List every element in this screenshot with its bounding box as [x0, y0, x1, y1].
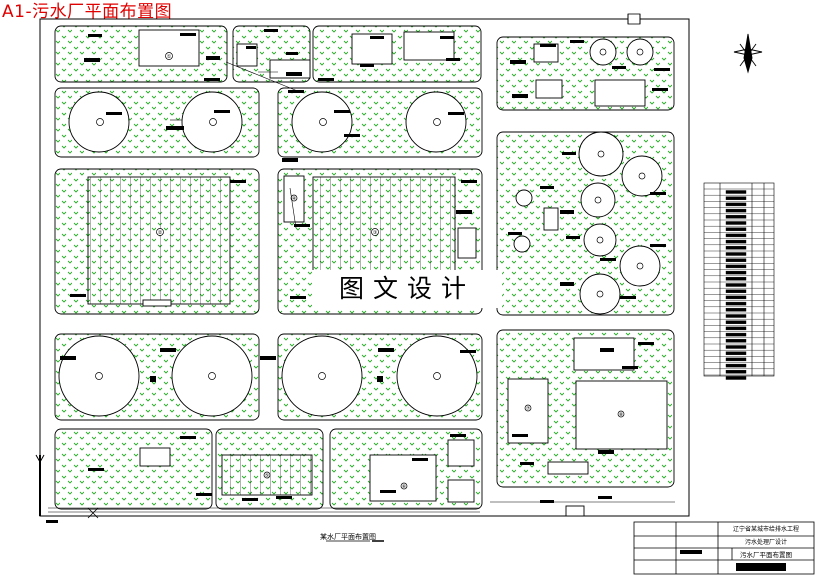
legend-row-text [725, 351, 747, 355]
title-block [633, 521, 815, 575]
unit-number: ③ [373, 230, 378, 236]
unit-number: ⑧ [619, 412, 624, 418]
legend-row-text [725, 283, 747, 287]
legend-row-text [725, 190, 747, 194]
legend-row-text [725, 320, 747, 324]
drawing-caption: 某水厂平面布置图 [320, 532, 376, 541]
block-a3 [312, 25, 482, 83]
unit-number: ② [158, 230, 163, 236]
legend-row-text [725, 295, 747, 300]
legend-row-text [725, 301, 747, 306]
block-e1 [54, 428, 213, 510]
legend-row-text [725, 376, 747, 380]
unit-number: ④ [292, 196, 297, 202]
legend-row-text [725, 270, 747, 275]
legend-row-text [725, 196, 747, 200]
legend-row-text [725, 370, 747, 374]
title-block-project: 辽宁省某城市给排水工程 [733, 525, 799, 533]
legend-row-text [725, 246, 747, 250]
title-block-drawing-name: 污水厂平面布置图 [740, 550, 792, 559]
legend-row-text [725, 252, 747, 256]
legend-row-text [725, 345, 747, 349]
legend-row-text [725, 308, 747, 312]
legend-row-text [725, 339, 747, 343]
legend-row-text [725, 233, 747, 238]
legend-row-text [725, 258, 747, 262]
legend-row-text [725, 363, 747, 368]
title-block-subproject: 污水处理厂设计 [745, 538, 787, 546]
legend-row-text [725, 264, 747, 269]
unit-number: ⑦ [526, 406, 531, 412]
legend-row-text [725, 239, 747, 244]
legend-row-text [725, 277, 747, 281]
page-title: A1-污水厂平面布置图 [2, 2, 173, 22]
site-boundary [39, 18, 690, 517]
legend-row-text [725, 332, 747, 337]
legend-row-text [725, 326, 747, 331]
watermark: 图文设计 [312, 270, 502, 308]
legend-row-text [725, 227, 747, 231]
unit-number: ⑥ [402, 484, 407, 490]
unit-number: ① [167, 54, 172, 60]
legend-row-text [725, 357, 747, 362]
unit-number: ⑤ [265, 473, 270, 479]
legend-row-text [725, 208, 747, 213]
legend-row-text [725, 202, 747, 207]
north-arrow-icon [733, 33, 763, 74]
legend-row-text [725, 314, 747, 318]
legend-row-text [725, 221, 747, 225]
legend-row-text [725, 289, 747, 293]
legend-row-text [725, 215, 747, 219]
